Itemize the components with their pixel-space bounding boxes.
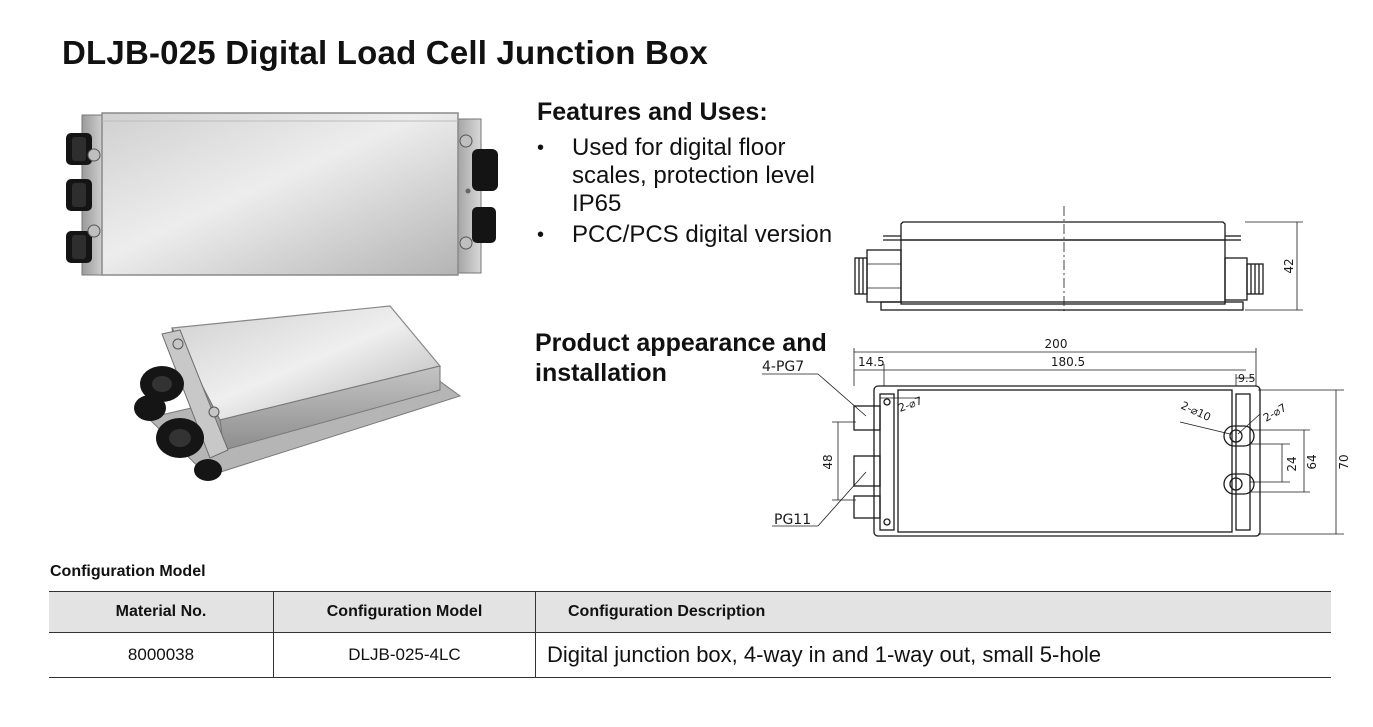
side-view-drawing: 42 <box>854 206 1303 312</box>
config-section-label: Configuration Model <box>50 563 206 580</box>
features-list: • Used for digital floor scales, protect… <box>537 134 837 252</box>
dimension-label: 180.5 <box>1051 355 1085 369</box>
callout-label: 4-PG7 <box>762 359 804 375</box>
table-cell: DLJB-025-4LC <box>273 632 536 678</box>
dimension-label: 200 <box>1045 337 1068 351</box>
dimension-label: 64 <box>1305 454 1319 469</box>
page-title: DLJB-025 Digital Load Cell Junction Box <box>62 34 708 71</box>
column-header: Configuration Model <box>273 591 536 633</box>
feature-item: • Used for digital floor scales, protect… <box>537 134 837 218</box>
feature-text: Used for digital floor scales, protectio… <box>572 134 815 217</box>
table-header-row: Material No. Configuration Model Configu… <box>49 591 1331 633</box>
dimension-label: 24 <box>1285 456 1299 471</box>
hole-label: 2-⌀7 <box>897 394 925 415</box>
config-table: Material No. Configuration Model Configu… <box>49 591 1331 678</box>
dimension-label: 42 <box>1282 258 1296 273</box>
feature-text: PCC/PCS digital version <box>572 221 833 248</box>
top-view-drawing: 200 180.5 14.5 9.5 48 24 64 70 4-PG7 PG1… <box>762 337 1350 537</box>
appearance-heading: Product appearance and installation <box>535 329 827 387</box>
features-heading: Features and Uses: <box>537 98 768 126</box>
hole-label: 2-⌀7 <box>1261 401 1289 425</box>
dimension-label: 48 <box>821 454 835 469</box>
column-header: Material No. <box>49 591 274 633</box>
callout-label: PG11 <box>774 512 811 528</box>
dimension-label: 14.5 <box>858 355 885 369</box>
product-photo-front <box>66 112 498 276</box>
table-row: 8000038 DLJB-025-4LC Digital junction bo… <box>49 632 1331 678</box>
column-header: Configuration Description <box>535 591 1331 633</box>
dimension-label: 70 <box>1337 454 1350 469</box>
table-cell: Digital junction box, 4-way in and 1-way… <box>535 632 1331 678</box>
bullet: • <box>537 137 545 159</box>
table-cell: 8000038 <box>49 632 274 678</box>
product-photo-angled <box>134 305 462 481</box>
bullet: • <box>537 224 545 246</box>
hole-label: 2-⌀10 <box>1179 399 1213 424</box>
feature-item: • PCC/PCS digital version <box>537 221 837 249</box>
dimension-label: 9.5 <box>1238 372 1256 385</box>
